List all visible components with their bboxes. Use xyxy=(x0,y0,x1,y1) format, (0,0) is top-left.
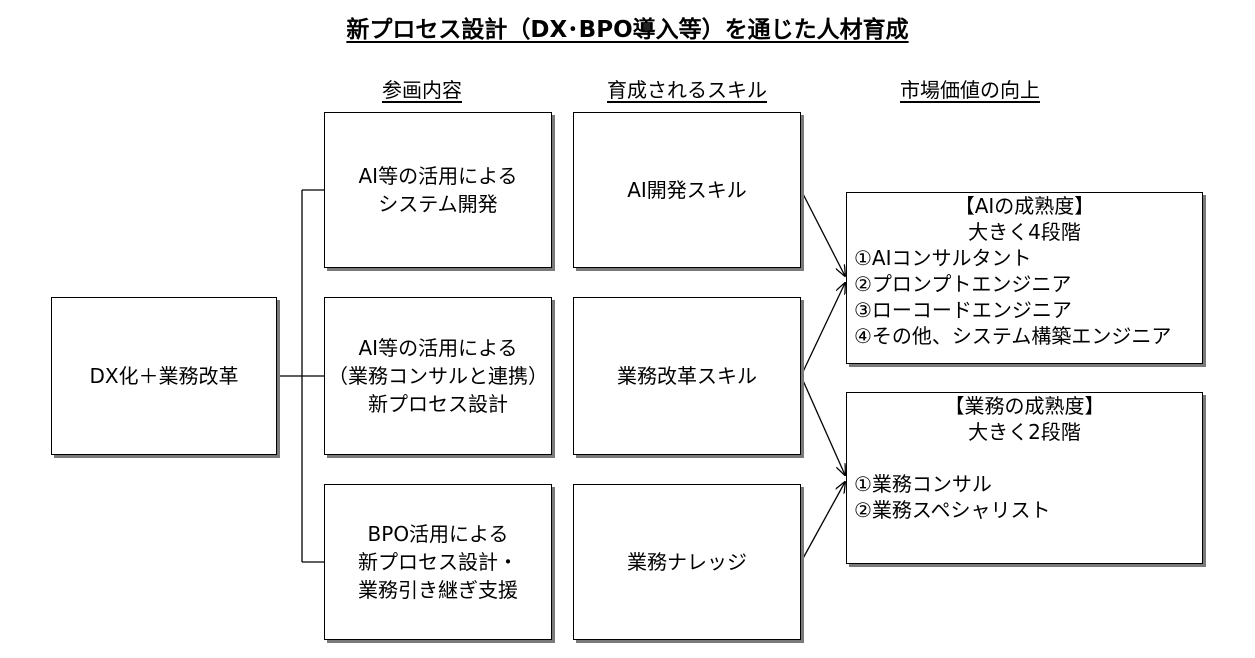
participation-line: AI等の活用による xyxy=(358,164,518,188)
participation-line: 業務引き継ぎ支援 xyxy=(358,578,518,602)
ai-maturity-subheading: 大きく4段階 xyxy=(968,220,1081,244)
ai-maturity-item: ③ローコードエンジニア xyxy=(854,298,1072,322)
ai-maturity-item: ①AIコンサルタント xyxy=(854,246,1032,270)
ai-maturity-box: 【AIの成熟度】 大きく4段階 ①AIコンサルタント ②プロンプトエンジニア ③… xyxy=(846,192,1203,364)
arrow-ai-dev-to-ai-maturity xyxy=(800,189,845,276)
diagram-title: 新プロセス設計（DX･BPO導入等）を通じた人材育成 xyxy=(346,17,909,43)
participation-box-bpo: BPO活用による 新プロセス設計・ 業務引き継ぎ支援 xyxy=(324,484,552,640)
header-participation: 参画内容 xyxy=(382,78,462,102)
arrow-knowledge-to-business-maturity xyxy=(800,482,845,563)
skill-label: AI開発スキル xyxy=(627,178,747,202)
arrow-reform-to-ai-maturity xyxy=(800,283,845,377)
root-box: DX化＋業務改革 xyxy=(51,297,277,455)
root-label: DX化＋業務改革 xyxy=(89,364,239,388)
skill-box-ai-dev: AI開発スキル xyxy=(573,112,801,268)
arrow-reform-to-business-maturity xyxy=(800,375,845,475)
ai-maturity-item: ④その他、システム構築エンジニア xyxy=(854,324,1172,348)
business-maturity-heading: 【業務の成熟度】 xyxy=(944,394,1105,418)
participation-line: システム開発 xyxy=(378,192,498,216)
ai-maturity-item: ②プロンプトエンジニア xyxy=(854,272,1072,296)
business-maturity-item: ①業務コンサル xyxy=(854,472,992,496)
business-maturity-box: 【業務の成熟度】 大きく2段階 ①業務コンサル ②業務スペシャリスト xyxy=(846,392,1203,564)
participation-line: 新プロセス設計・ xyxy=(358,550,518,574)
skill-box-business-reform: 業務改革スキル xyxy=(573,297,801,455)
skill-box-business-knowledge: 業務ナレッジ xyxy=(573,484,801,640)
skill-label: 業務ナレッジ xyxy=(627,550,747,574)
skill-label: 業務改革スキル xyxy=(617,364,757,388)
participation-line: （業務コンサルと連携） xyxy=(328,364,548,388)
header-market: 市場価値の向上 xyxy=(900,78,1040,102)
header-skills: 育成されるスキル xyxy=(607,78,767,102)
ai-maturity-heading: 【AIの成熟度】 xyxy=(954,194,1095,218)
participation-line: AI等の活用による xyxy=(358,336,518,360)
participation-line: BPO活用による xyxy=(367,522,509,546)
participation-box-system-dev: AI等の活用による システム開発 xyxy=(324,112,552,268)
business-maturity-item: ②業務スペシャリスト xyxy=(854,498,1051,522)
business-maturity-subheading: 大きく2段階 xyxy=(968,420,1081,444)
participation-box-process-design: AI等の活用による （業務コンサルと連携） 新プロセス設計 xyxy=(324,297,552,455)
participation-line: 新プロセス設計 xyxy=(368,392,508,416)
